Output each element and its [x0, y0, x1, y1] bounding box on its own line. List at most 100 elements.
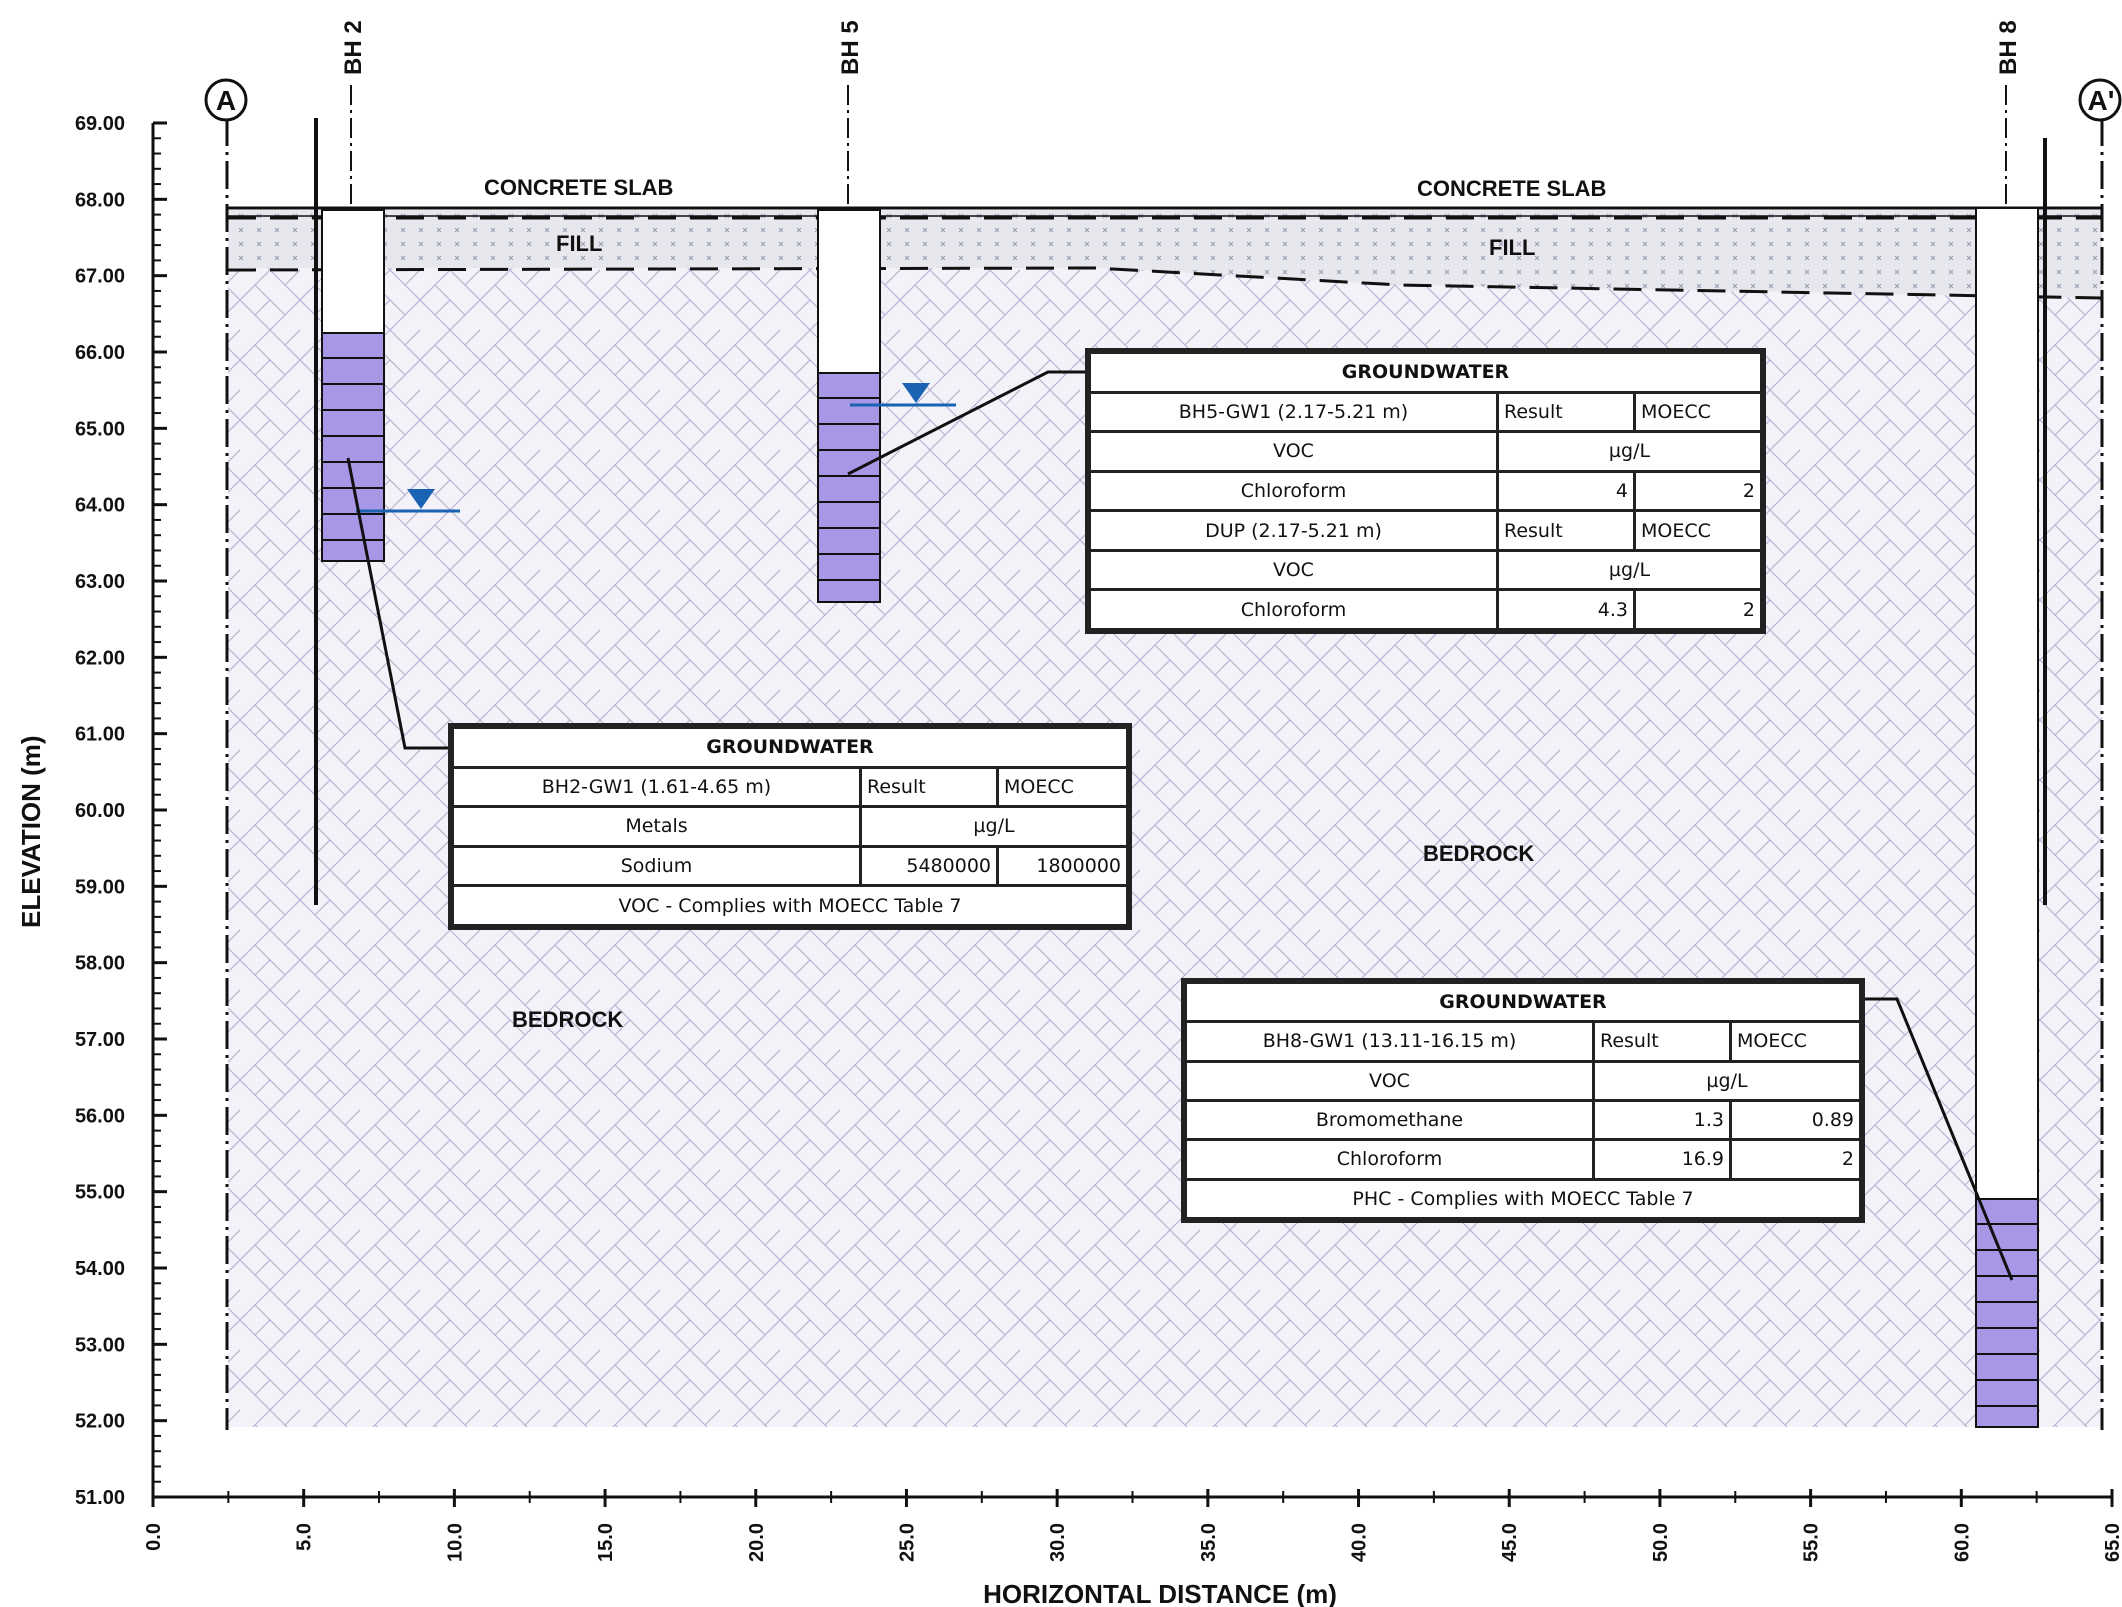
table-row: Chloroform 4 2	[1088, 469, 1763, 513]
bh2-groundwater-table: GROUNDWATER BH2-GW1 (1.61-4.65 m) Result…	[448, 723, 1132, 930]
bedrock-label-right: BEDROCK	[1423, 841, 1534, 866]
y-tick-label: 53.00	[75, 1334, 125, 1356]
x-tick-label: 30.0	[1047, 1523, 1069, 1562]
leader-bh5	[847, 370, 1087, 476]
concrete-slab-label-left: CONCRETE SLAB	[484, 175, 673, 200]
y-tick-label: 62.00	[75, 647, 125, 669]
parameter-name: Chloroform	[1088, 588, 1499, 631]
table-row: Chloroform 16.9 2	[1184, 1138, 1862, 1181]
borehole-label-bh8: BH 8	[1995, 20, 2022, 75]
section-marker-a: A	[216, 85, 236, 116]
table-row: Chloroform 4.3 2	[1088, 588, 1763, 631]
parameter-name: Chloroform	[1184, 1138, 1595, 1181]
result-value: 16.9	[1592, 1138, 1732, 1181]
sample-id: BH8-GW1 (13.11-16.15 m)	[1184, 1020, 1595, 1063]
parameter-group: VOC	[1088, 430, 1499, 473]
y-tick-label: 63.00	[75, 571, 125, 593]
moecc-value: 2	[1729, 1138, 1862, 1181]
parameter-name: Chloroform	[1088, 469, 1499, 513]
y-tick-label: 67.00	[75, 266, 125, 288]
fill-label-left: FILL	[556, 231, 602, 256]
x-tick-label: 25.0	[896, 1523, 918, 1562]
parameter-group: VOC	[1184, 1059, 1595, 1102]
x-tick-label: 0.0	[143, 1523, 165, 1551]
table-row: Bromomethane 1.3 0.89	[1184, 1098, 1862, 1142]
bedrock-top-horizon	[227, 266, 2103, 300]
borehole-label-bh5: BH 5	[837, 20, 864, 75]
table-row: VOC µg/L	[1088, 430, 1763, 473]
unit: µg/L	[1496, 430, 1763, 473]
table-row: BH5-GW1 (2.17-5.21 m) Result MOECC	[1088, 390, 1763, 434]
y-tick-label: 55.00	[75, 1182, 125, 1204]
x-tick-label: 5.0	[294, 1523, 316, 1551]
y-tick-label: 65.00	[75, 418, 125, 440]
bh2-water-level-icon	[356, 489, 460, 513]
leader-bh8	[1864, 997, 2014, 1281]
bh5-casing	[817, 209, 881, 374]
y-axis-ticks: 69.00 68.00 67.00 66.00 65.00 64.00 63.00 62.00…	[75, 113, 167, 1509]
concrete-slab-label-right: CONCRETE SLAB	[1417, 176, 1606, 201]
parameter-name: Sodium	[451, 844, 862, 888]
table-row: VOC µg/L	[1088, 548, 1763, 592]
result-value: 5480000	[859, 844, 999, 888]
bh2-casing	[321, 209, 385, 334]
x-tick-label: 50.0	[1650, 1523, 1672, 1562]
y-axis-title: ELEVATION (m)	[16, 735, 46, 928]
bh8-screen	[1975, 1198, 2039, 1428]
y-tick-label: 51.00	[75, 1487, 125, 1509]
y-tick-label: 54.00	[75, 1258, 125, 1280]
sample-id: DUP (2.17-5.21 m)	[1088, 509, 1499, 552]
result-header: Result	[859, 765, 999, 809]
unit: µg/L	[1592, 1059, 1862, 1102]
parameter-group: Metals	[451, 805, 862, 848]
x-tick-label: 35.0	[1198, 1523, 1220, 1562]
bh5-groundwater-table: GROUNDWATER BH5-GW1 (2.17-5.21 m) Result…	[1085, 348, 1766, 634]
section-marker-a-circle	[204, 78, 248, 122]
bh8-screen-slots	[1976, 1223, 2038, 1407]
x-tick-label: 10.0	[444, 1523, 466, 1562]
y-tick-label: 52.00	[75, 1411, 125, 1433]
result-header: Result	[1592, 1020, 1732, 1063]
result-value: 4	[1496, 469, 1636, 513]
x-tick-label: 40.0	[1349, 1523, 1371, 1562]
moecc-value: 1800000	[996, 844, 1129, 888]
parameter-group: VOC	[1088, 548, 1499, 592]
x-tick-label: 60.0	[1951, 1523, 1973, 1562]
table-title: GROUNDWATER	[1088, 351, 1763, 394]
y-tick-label: 56.00	[75, 1105, 125, 1127]
fill-layer	[228, 210, 2102, 298]
x-tick-label: 20.0	[746, 1523, 768, 1562]
table-row: VOC µg/L	[1184, 1059, 1862, 1102]
compliance-note: PHC - Complies with MOECC Table 7	[1184, 1177, 1862, 1221]
table-title: GROUNDWATER	[451, 726, 1129, 769]
bh8-groundwater-table: GROUNDWATER BH8-GW1 (13.11-16.15 m) Resu…	[1181, 978, 1865, 1223]
table-row: DUP (2.17-5.21 m) Result MOECC	[1088, 509, 1763, 552]
moecc-header: MOECC	[1729, 1020, 1862, 1063]
borehole-label-bh2: BH 2	[340, 20, 367, 75]
moecc-header: MOECC	[996, 765, 1129, 809]
sample-id: BH5-GW1 (2.17-5.21 m)	[1088, 390, 1499, 434]
x-tick-label: 65.0	[2102, 1523, 2122, 1562]
bh8-casing	[1975, 207, 2039, 1200]
y-tick-label: 68.00	[75, 189, 125, 211]
result-value: 4.3	[1496, 588, 1636, 631]
y-tick-label: 61.00	[75, 724, 125, 746]
table-title: GROUNDWATER	[1184, 980, 1862, 1024]
moecc-value: 2	[1633, 469, 1763, 513]
x-axis-title: HORIZONTAL DISTANCE (m)	[983, 1579, 1337, 1607]
y-tick-label: 59.00	[75, 876, 125, 898]
moecc-value: 2	[1633, 588, 1763, 631]
bh5-screen	[817, 372, 881, 603]
y-tick-label: 69.00	[75, 113, 125, 135]
result-header: Result	[1496, 390, 1636, 434]
table-row: Sodium 5480000 1800000	[451, 844, 1129, 888]
compliance-note: VOC - Complies with MOECC Table 7	[451, 884, 1129, 927]
table-row: BH2-GW1 (1.61-4.65 m) Result MOECC	[451, 765, 1129, 809]
bh5-screen-slots	[818, 397, 880, 581]
table-row: BH8-GW1 (13.11-16.15 m) Result MOECC	[1184, 1020, 1862, 1063]
x-tick-label: 15.0	[595, 1523, 617, 1562]
y-tick-label: 66.00	[75, 342, 125, 364]
y-tick-label: 60.00	[75, 800, 125, 822]
y-tick-label: 64.00	[75, 495, 125, 517]
